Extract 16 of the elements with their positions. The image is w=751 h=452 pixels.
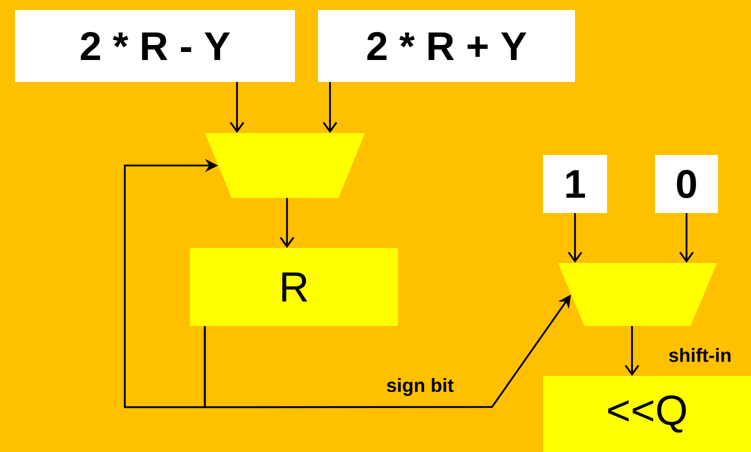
register-box: R <box>190 248 398 326</box>
input-box: 2 * R + Y <box>318 10 575 82</box>
multiplexer-trapezoid <box>558 263 718 326</box>
arrow <box>280 198 294 248</box>
arrow <box>679 213 694 263</box>
arrow <box>568 213 582 263</box>
edge-label: shift-in <box>669 348 730 362</box>
arrow <box>230 82 244 133</box>
arrow <box>322 82 338 133</box>
multiplexer-trapezoid <box>205 133 366 198</box>
input-box: 0 <box>655 155 718 213</box>
input-box: 1 <box>543 155 607 213</box>
register-box: <<Q <box>543 376 751 452</box>
arrow <box>624 326 640 376</box>
edge-label: sign bit <box>386 378 454 396</box>
input-box: 2 * R - Y <box>15 10 295 82</box>
